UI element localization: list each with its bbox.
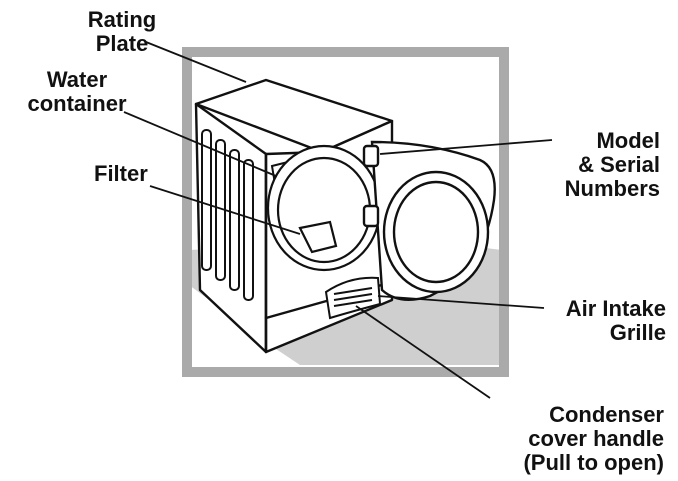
label-condenser: Condenser cover handle (Pull to open) xyxy=(523,402,664,475)
leader-model xyxy=(379,139,553,155)
leader-rating xyxy=(145,41,247,83)
leader-filter xyxy=(149,185,301,235)
leader-water xyxy=(123,111,277,177)
label-rating-plate: Rating Plate xyxy=(87,7,157,56)
label-filter: Filter xyxy=(94,161,148,186)
frame-border xyxy=(182,47,509,377)
leader-lines xyxy=(123,41,553,399)
open-door xyxy=(362,140,496,302)
label-model-serial: Model & Serial Numbers xyxy=(564,128,660,201)
air-intake-grille xyxy=(324,276,382,320)
label-air-intake: Air Intake Grille xyxy=(565,296,666,345)
drum-opening xyxy=(266,144,382,272)
side-vents xyxy=(201,129,254,301)
leader-air xyxy=(377,295,545,309)
leader-condenser xyxy=(355,305,491,399)
filter-shape xyxy=(298,220,338,254)
label-water-container: Water container xyxy=(27,67,127,116)
